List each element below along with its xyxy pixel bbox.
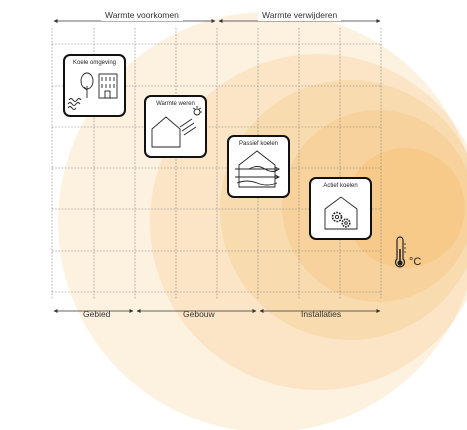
trees-building-waves-icon bbox=[67, 72, 118, 110]
house-gears-icon bbox=[324, 196, 358, 230]
card-actief-koelen: Actief koelen bbox=[309, 177, 372, 240]
card-warmte-weren: Warmte weren bbox=[144, 95, 207, 158]
thermometer-icon bbox=[394, 236, 406, 268]
card-title: Passief koelen bbox=[238, 141, 279, 147]
label-gebied: Gebied bbox=[83, 309, 111, 319]
card-title: Actief koelen bbox=[323, 183, 358, 189]
circle-actief bbox=[345, 148, 465, 268]
card-passief-koelen: Passief koelen bbox=[227, 135, 290, 198]
label-warmte-verwijderen: Warmte verwijderen bbox=[258, 10, 342, 21]
label-gebouw: Gebouw bbox=[183, 309, 215, 319]
card-koele-omgeving: Koele omgeving bbox=[63, 54, 126, 117]
label-warmte-voorkomen: Warmte voorkomen bbox=[101, 10, 183, 21]
circle-passief bbox=[282, 110, 467, 302]
card-title: Warmte weren bbox=[156, 101, 195, 107]
house-sun-shade-icon bbox=[151, 106, 202, 148]
grid bbox=[51, 28, 382, 300]
house-airflow-icon bbox=[235, 150, 281, 188]
card-title: Koele omgeving bbox=[72, 60, 117, 66]
celsius-unit: °C bbox=[409, 256, 422, 268]
label-installaties: Installaties bbox=[301, 309, 342, 319]
